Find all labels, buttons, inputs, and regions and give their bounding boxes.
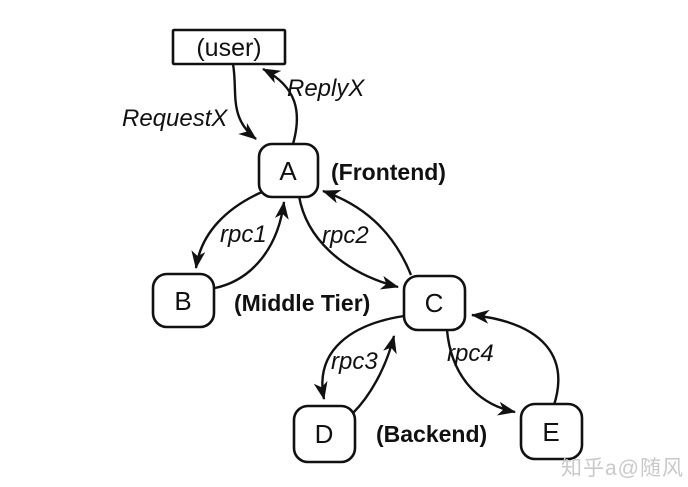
node-a: A [257,142,320,199]
node-d-label: D [315,419,334,449]
node-d-box [292,404,357,464]
node-a-label: A [279,156,297,186]
node-b-label: B [174,286,191,316]
node-e-label: E [542,417,559,447]
edge-label-rpc2: rpc2 [322,222,369,249]
edge-requestx-user-to-a [231,63,257,140]
watermark-shadow-text: 知乎a@随风 [563,459,686,482]
edge-rpc1-a-to-b [191,190,263,269]
watermark: 知乎a@随风 知乎a@随风 [561,457,686,482]
watermark-label: 知乎a@随风 [561,457,684,480]
tier-label-frontend: (Frontend) [331,159,446,185]
edge-label-rpc1: rpc1 [220,221,267,248]
edge-rpc1-b-to-a [214,201,289,290]
edge-rpc2-c-to-a [322,189,413,276]
edge-label-rpc4: rpc4 [447,340,494,367]
node-d: D [292,404,357,464]
edge-rpc3-c-to-d [313,314,405,400]
edge-label-requestx: RequestX [122,105,228,132]
node-b: B [151,272,216,329]
edge-group [191,63,560,416]
edge-replyx-a-to-user [262,67,299,145]
node-a-box [257,142,320,199]
node-user-box [171,28,287,66]
node-b-box [151,272,216,329]
node-c-label: C [425,288,444,318]
edge-rpc2-a-to-c [297,195,399,290]
node-e: E [519,402,584,461]
edge-rpc3-d-to-c [352,335,397,414]
tier-label-backend: (Backend) [376,421,487,447]
node-e-box [519,402,584,461]
edge-label-replyx: ReplyX [287,75,365,102]
tier-label-middle: (Middle Tier) [234,290,370,316]
node-user-label: (user) [196,34,261,62]
edge-rpc4-c-to-e [445,329,516,416]
edge-label-rpc3: rpc3 [331,348,378,375]
edge-rpc4-e-to-c [471,309,560,406]
node-c-box [402,274,467,332]
node-c: C [402,274,467,332]
node-user: (user) [171,28,287,66]
